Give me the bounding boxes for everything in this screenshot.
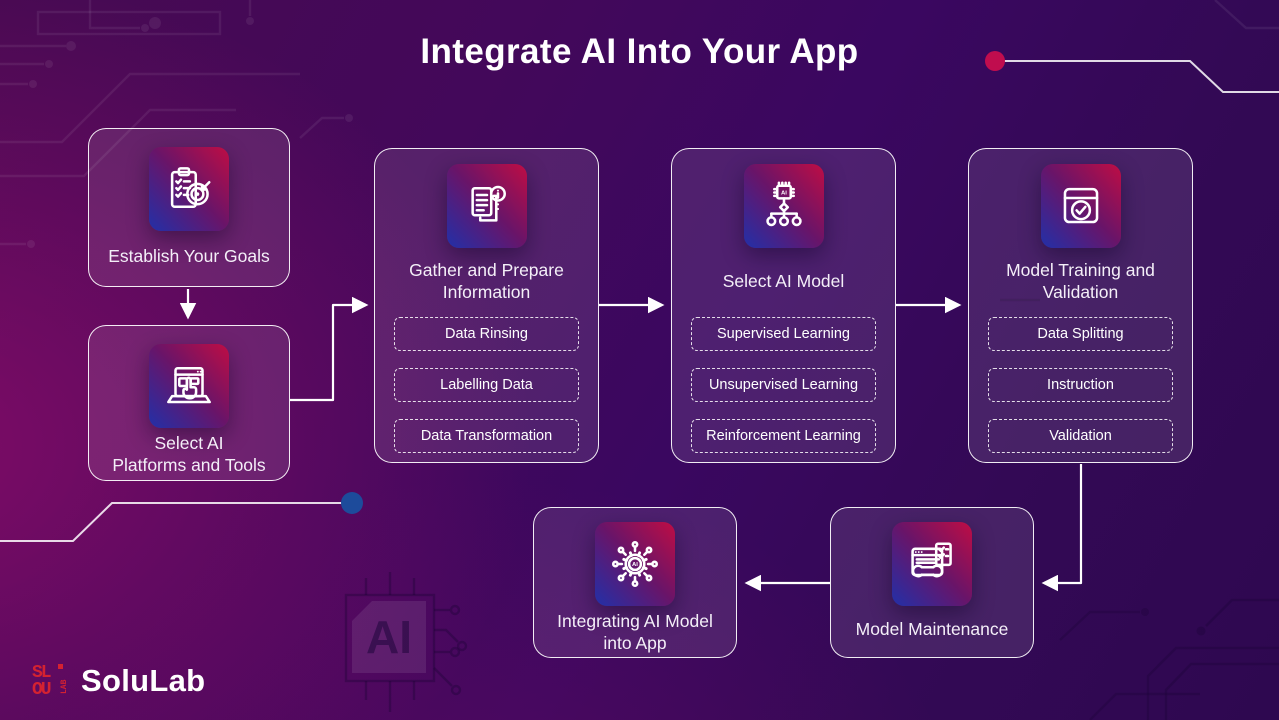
step-card-establish-goals: Establish Your Goals: [88, 128, 290, 287]
connector-platforms-to-gather: [290, 296, 369, 402]
blue-accent-dot: [341, 492, 363, 514]
sub-step-validation: Validation: [988, 419, 1173, 453]
laptop-select-icon: [149, 344, 229, 428]
window-check-icon: [1040, 164, 1121, 248]
sub-step-labelling-data: Labelling Data: [394, 368, 579, 402]
clipboard-target-icon: [149, 147, 229, 231]
sub-step-unsupervised-learning: Unsupervised Learning: [691, 368, 876, 402]
step-card-gather-information: Gather and Prepare Information Data Rins…: [374, 148, 599, 463]
sub-step-data-transformation: Data Transformation: [394, 419, 579, 453]
accent-line-bottom-left: [0, 492, 363, 542]
svg-text:AI: AI: [632, 562, 638, 568]
step-label: Gather and Prepare Information: [409, 259, 564, 302]
solulab-logo: SL OU LAB SoluLab: [30, 660, 205, 702]
page-title: Integrate AI Into Your App: [420, 32, 859, 71]
step-label: Model Training and Validation: [1006, 259, 1155, 302]
sub-step-supervised-learning: Supervised Learning: [691, 317, 876, 351]
step-card-model-maintenance: Model Maintenance: [830, 507, 1034, 658]
window-wrench-icon: [892, 522, 972, 606]
sub-step-data-rinsing: Data Rinsing: [394, 317, 579, 351]
step-card-model-training-validation: Model Training and Validation Data Split…: [968, 148, 1193, 463]
red-accent-dot: [985, 51, 1005, 71]
connector-training-to-maintenance: [1041, 464, 1083, 592]
step-card-select-ai-model: AI Select AI Model Supervised Learning U…: [671, 148, 896, 463]
svg-text:LAB: LAB: [60, 679, 69, 694]
watermark-ai-text: AI: [366, 611, 412, 663]
svg-text:OU: OU: [32, 680, 51, 700]
solulab-logo-text: SoluLab: [81, 663, 206, 698]
accent-line-top-right: [985, 51, 1279, 93]
step-label: Establish Your Goals: [108, 246, 270, 267]
svg-text:AI: AI: [781, 190, 787, 196]
step-card-integrate-ai-model: AI Integrating AI Model in: [533, 507, 737, 658]
step-label: Select AI Model: [722, 270, 845, 291]
ai-network-gear-icon: AI: [595, 522, 675, 606]
sub-step-reinforcement-learning: Reinforcement Learning: [691, 419, 876, 453]
ai-chip-watermark: AI: [344, 572, 468, 712]
step-card-select-platforms: Select AI Platforms and Tools: [88, 325, 290, 481]
sub-step-instruction: Instruction: [988, 368, 1173, 402]
step-label: Select AI Platforms and Tools: [112, 433, 266, 476]
step-label: Integrating AI Model into App: [557, 611, 713, 654]
svg-text:SL: SL: [32, 663, 51, 683]
solulab-logo-mark: SL OU LAB: [32, 663, 69, 700]
step-label: Model Maintenance: [855, 619, 1009, 640]
sub-step-data-splitting: Data Splitting: [988, 317, 1173, 351]
document-info-icon: [446, 164, 527, 248]
ai-chip-tree-icon: AI: [743, 164, 824, 248]
